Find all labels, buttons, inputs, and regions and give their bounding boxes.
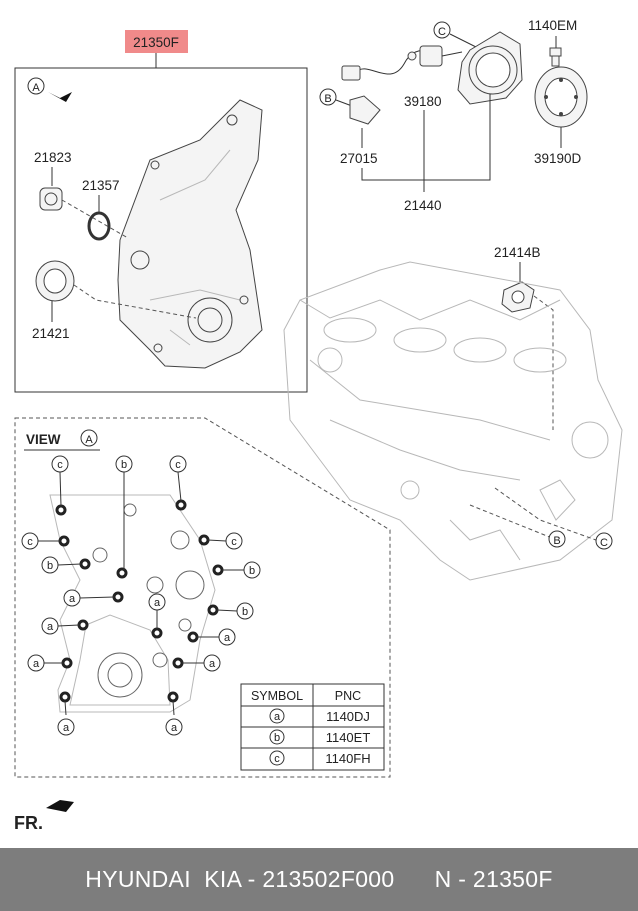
seal-retainer-21440 [457,31,523,105]
footer-bar: HYUNDAI KIA - 213502F000 N - 21350F [0,848,638,911]
callout-b: b [243,561,261,579]
symbol-table: SYMBOL PNC a 1140DJ b 1140ET c 1140FH [240,683,385,771]
svg-text:b: b [274,732,280,744]
view-cover-outline [49,494,216,713]
callout-c: c [21,532,39,550]
footer-pnc: N - 21350F [434,866,553,892]
svg-text:A: A [85,434,93,446]
svg-text:c: c [57,459,63,471]
label-21823[interactable]: 21823 [34,150,72,165]
svg-text:c: c [27,536,33,548]
callout-b: b [115,455,133,473]
engine-block-drawing [283,261,623,581]
pump-part-21414B [501,281,535,313]
view-title: VIEW [26,432,61,447]
table-row: b 1140ET [269,729,371,745]
svg-text:A: A [32,82,40,94]
label-21440[interactable]: 21440 [404,198,442,213]
callout-c: c [225,532,243,550]
label-39180[interactable]: 39180 [404,94,442,109]
callout-c: c [169,455,187,473]
svg-text:c: c [274,753,280,765]
parts-diagram: 21350F A 21823 21357 21421 C [14,18,623,833]
label-27015[interactable]: 27015 [340,151,378,166]
svg-text:a: a [154,597,161,609]
svg-text:B: B [553,535,560,547]
gasket-21357 [87,211,111,241]
label-21414B[interactable]: 21414B [494,245,541,260]
label-1140EM[interactable]: 1140EM [528,18,577,33]
table-row: a 1140DJ [269,708,370,724]
view-a-box [14,417,391,778]
label-39190D[interactable]: 39190D [534,151,582,166]
cover-group-box [14,67,308,393]
footer-spacer [395,866,435,893]
svg-text:C: C [600,537,608,549]
callout-a: a [57,718,75,736]
svg-text:a: a [274,711,281,723]
table-pnc[interactable]: 1140FH [325,751,370,766]
svg-text:c: c [231,536,237,548]
tone-wheel-39190D [534,66,588,128]
svg-text:a: a [63,722,70,734]
view-leaders [38,471,244,716]
callout-a: a [63,589,81,607]
table-pnc[interactable]: 1140DJ [326,709,370,724]
view-bolts [55,499,224,703]
callout-B-block: B [548,530,566,548]
svg-text:a: a [224,632,231,644]
callout-c: c [51,455,69,473]
svg-text:c: c [175,459,181,471]
callout-C-top: C [433,21,451,39]
svg-text:a: a [33,658,40,670]
callout-a: a [148,593,166,611]
callout-B-top: B [319,88,337,106]
callout-a: a [218,628,236,646]
callout-b: b [41,556,59,574]
view-callouts: c b c c c b b a a b a a a a a a [21,455,261,736]
svg-text:a: a [47,621,54,633]
svg-text:b: b [242,606,248,618]
callout-a: a [165,718,183,736]
table-header-pnc: PNC [335,689,361,703]
oil-seal-21823 [39,187,63,211]
bolt-1140EM [549,47,562,67]
svg-text:b: b [249,565,255,577]
callout-a: a [27,654,45,672]
svg-text:B: B [324,93,331,105]
callout-b: b [236,602,254,620]
svg-text:a: a [209,658,216,670]
timing-cover-drawing [117,99,263,369]
callout-a: a [203,654,221,672]
main-part-label[interactable]: 21350F [133,35,179,50]
callout-C-block: C [595,532,613,550]
main-part-box [125,30,188,53]
svg-text:C: C [438,26,446,38]
table-pnc[interactable]: 1140ET [326,730,371,745]
view-arrow-icon [48,92,72,102]
front-arrow-icon [46,800,74,812]
table-header-symbol: SYMBOL [251,689,303,703]
front-label: FR. [14,813,43,833]
bracket-27015 [349,95,381,125]
label-21421[interactable]: 21421 [32,326,70,341]
crank-sensor-39180 [341,45,463,81]
svg-text:a: a [69,593,76,605]
svg-text:b: b [47,560,53,572]
oil-seal-21421 [35,260,75,302]
svg-text:a: a [171,722,178,734]
view-marker: A [80,429,98,447]
svg-text:b: b [121,459,127,471]
footer-brand: HYUNDAI KIA - 213502F000 [85,866,395,892]
table-row: c 1140FH [269,750,371,766]
view-a-arrow-marker: A [27,77,72,102]
label-21357[interactable]: 21357 [82,178,120,193]
callout-a: a [41,617,59,635]
